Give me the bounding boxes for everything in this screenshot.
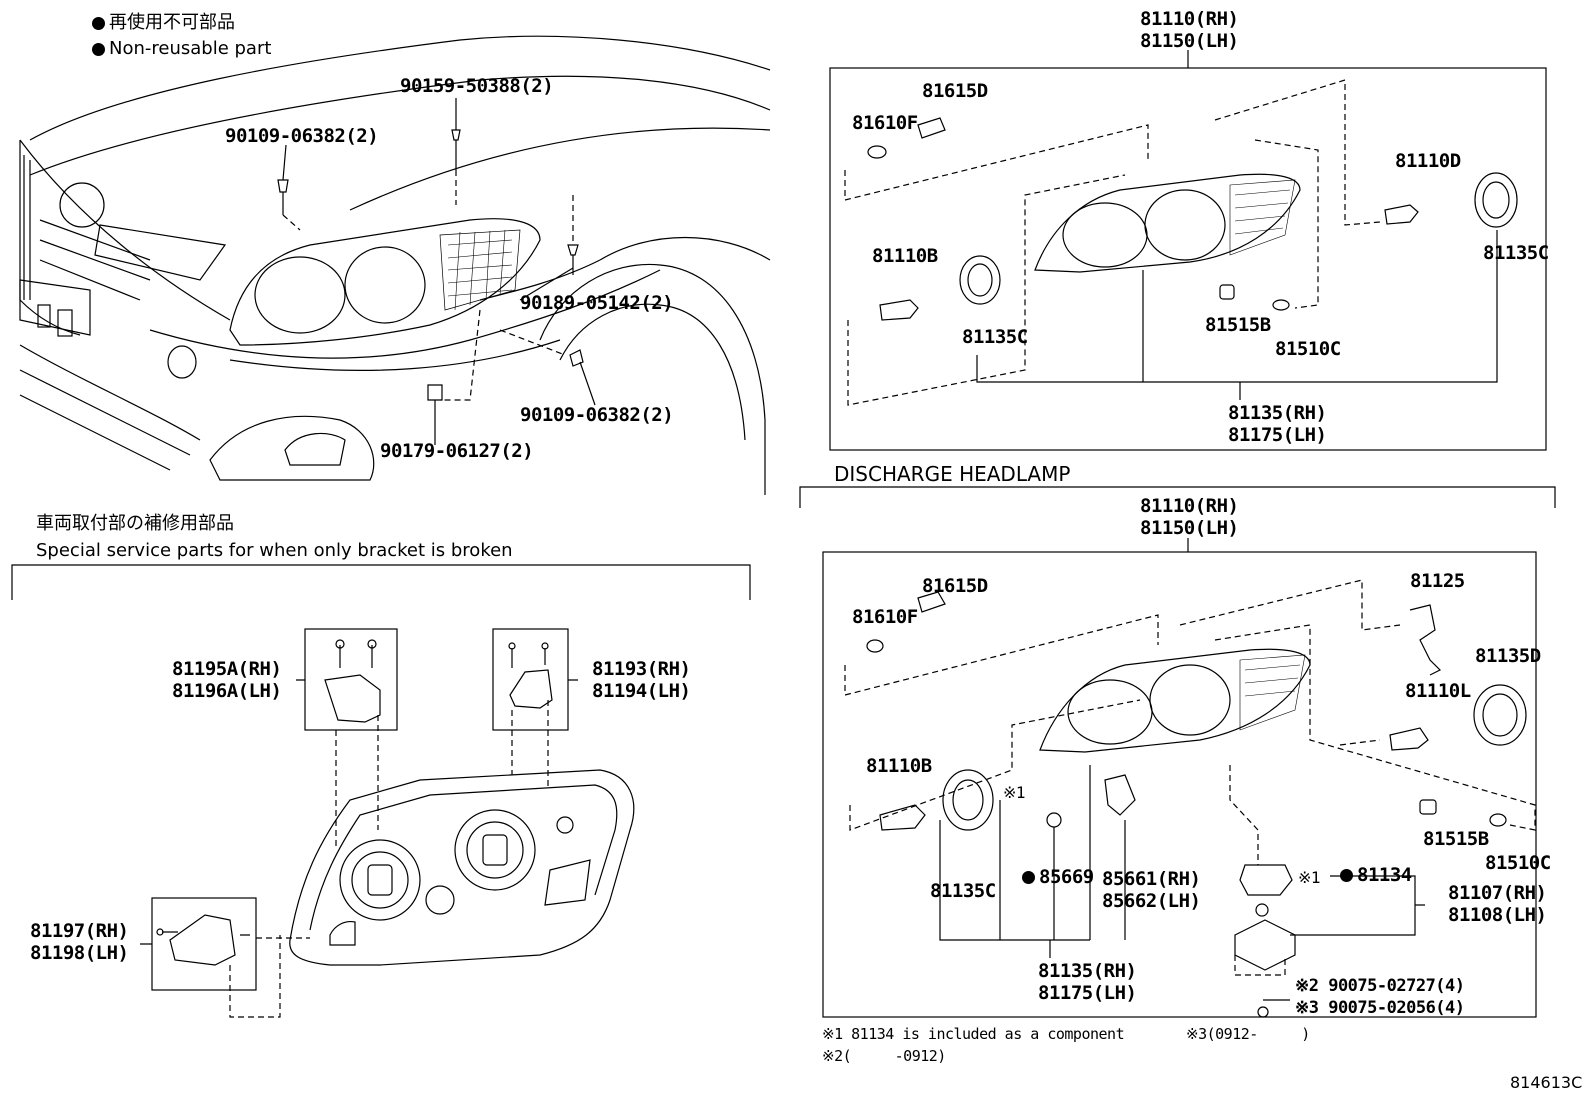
non-reusable-dot-icon [1022, 871, 1035, 884]
halogen-dashed-lines [844, 79, 1381, 406]
bracket-title-jp: 車両取付部の補修用部品 [36, 513, 234, 534]
legend-dot-icon [92, 16, 105, 30]
discharge-mark-1b: ※1 [1298, 868, 1321, 887]
discharge-81610F: 81610F [852, 606, 918, 628]
bracket-title-en: Special service parts for when only brac… [36, 540, 513, 561]
halogen-assy-rh: 81110(RH) [1140, 8, 1239, 30]
discharge-headlamp-illustration [866, 591, 1527, 1018]
discharge-81110B: 81110B [866, 755, 932, 777]
halogen-assy-lh: 81150(LH) [1140, 30, 1239, 52]
rear-headlamp-illustration [289, 769, 635, 966]
bracket-leader-lines [229, 700, 549, 1018]
callout-90189-05142: 90189-05142(2) [520, 292, 674, 314]
bracket-callout-lines [140, 679, 578, 945]
bracket-box-81197 [151, 897, 257, 991]
discharge-81615D: 81615D [922, 575, 988, 597]
discharge-81110L: 81110L [1405, 680, 1471, 702]
bracket-section-frame [11, 564, 751, 600]
legend-en-text: Non-reusable part [109, 38, 272, 59]
discharge-dashed-lines [844, 579, 1536, 976]
callout-90109-06382-bottom: 90109-06382(2) [520, 404, 674, 426]
discharge-assy-rh: 81110(RH) [1140, 495, 1239, 517]
discharge-85662: 85662(LH) [1102, 890, 1201, 912]
discharge-85669-text: 85669 [1039, 866, 1094, 888]
label-81195A: 81195A(RH) [172, 658, 282, 680]
discharge-81134-text: 81134 [1357, 864, 1412, 886]
illustration-id: 814613C [1510, 1073, 1583, 1092]
halogen-81135C: 81135C [962, 326, 1028, 348]
legend-dot-icon [92, 42, 105, 56]
halogen-housing-lh: 81175(LH) [1228, 424, 1327, 446]
halogen-housing-rh: 81135(RH) [1228, 402, 1327, 424]
halogen-81110B: 81110B [872, 245, 938, 267]
discharge-81134: 81134 [1340, 864, 1412, 886]
discharge-screw-s3: ※3 90075-02056(4) [1295, 998, 1465, 1018]
discharge-assy-lh: 81150(LH) [1140, 517, 1239, 539]
non-reusable-dot-icon [1340, 869, 1353, 882]
discharge-outer-frame [799, 486, 1556, 508]
callout-90159-50388: 90159-50388(2) [400, 75, 554, 97]
discharge-81125: 81125 [1410, 570, 1465, 592]
footnote-3: ※3(0912- ) [1186, 1025, 1310, 1043]
label-81194: 81194(LH) [592, 680, 691, 702]
vehicle-leader-lines [282, 170, 574, 401]
bracket-81195-illustration [324, 639, 381, 723]
footnote-2: ※2( -0912) [822, 1047, 946, 1065]
discharge-bracket-lines [939, 765, 1126, 958]
discharge-81107: 81107(RH) [1448, 882, 1547, 904]
discharge-ballast-lines [1290, 875, 1425, 936]
discharge-housing-rh: 81135(RH) [1038, 960, 1137, 982]
bracket-box-81195 [304, 628, 398, 731]
halogen-81615D: 81615D [922, 80, 988, 102]
discharge-81510C: 81510C [1485, 852, 1551, 874]
discharge-81135D: 81135D [1475, 645, 1541, 667]
legend-jp: 再使用不可部品 [92, 12, 235, 34]
discharge-screw-s2: ※2 90075-02727(4) [1295, 976, 1465, 996]
halogen-81135C-right: 81135C [1483, 242, 1549, 264]
discharge-frame [822, 551, 1537, 1018]
discharge-housing-lh: 81175(LH) [1038, 982, 1137, 1004]
footnote-1: ※1 81134 is included as a component [822, 1025, 1125, 1043]
callout-90179-06127: 90179-06127(2) [380, 440, 534, 462]
discharge-title: DISCHARGE HEADLAMP [834, 462, 1071, 486]
halogen-81610F: 81610F [852, 112, 918, 134]
halogen-81110D: 81110D [1395, 150, 1461, 172]
discharge-85661: 85661(RH) [1102, 868, 1201, 890]
legend-jp-text: 再使用不可部品 [109, 12, 235, 33]
vehicle-callout-lines [282, 98, 596, 445]
label-81193: 81193(RH) [592, 658, 691, 680]
discharge-81135C: 81135C [930, 880, 996, 902]
label-81196A: 81196A(LH) [172, 680, 282, 702]
halogen-headlamp-illustration [867, 117, 1518, 321]
bracket-box-81193 [492, 628, 569, 731]
bracket-81193-illustration [508, 642, 553, 709]
halogen-81510C: 81510C [1275, 338, 1341, 360]
callout-90109-06382-top: 90109-06382(2) [225, 125, 379, 147]
discharge-mark-1: ※1 [1003, 783, 1026, 802]
bracket-81197-illustration [156, 914, 250, 966]
halogen-bracket-lines [976, 230, 1498, 400]
vehicle-front-illustration [19, 35, 771, 495]
discharge-81515B: 81515B [1423, 828, 1489, 850]
label-81197: 81197(RH) [30, 920, 129, 942]
legend-en: Non-reusable part [92, 38, 271, 60]
label-81198: 81198(LH) [30, 942, 129, 964]
halogen-81515B: 81515B [1205, 314, 1271, 336]
discharge-81108: 81108(LH) [1448, 904, 1547, 926]
discharge-85669: 85669 [1022, 866, 1094, 888]
